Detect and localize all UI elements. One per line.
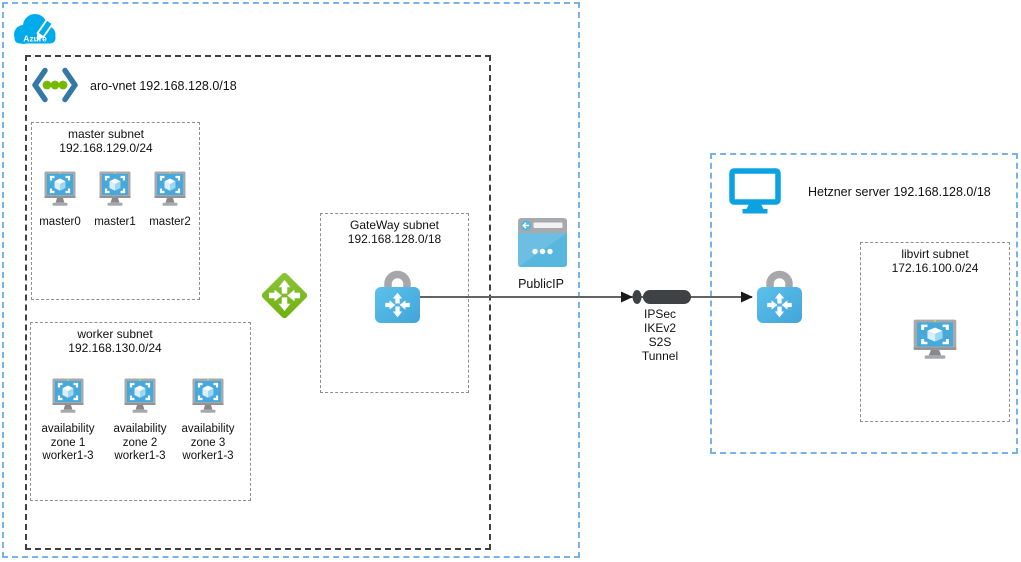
- gateway-subnet-title: GateWay subnet 192.168.128.0/18: [320, 218, 469, 246]
- tunnel-label: IPSec IKEv2 S2S Tunnel: [632, 307, 688, 363]
- libvirt-subnet-title-line2: 172.16.100.0/24: [891, 261, 979, 275]
- worker-subnet-title-line2: 192.168.130.0/24: [68, 341, 162, 355]
- azure-cloud-boundary-box: [2, 2, 580, 558]
- master-subnet-title-line1: master subnet: [67, 127, 145, 141]
- vm-label: master0: [39, 216, 81, 228]
- public-ip-icon: [518, 218, 567, 267]
- gateway-subnet-title-line1: GateWay subnet: [350, 218, 439, 232]
- libvirt-subnet-box: [860, 242, 1010, 422]
- vm-icon: [154, 171, 186, 213]
- aro-vnet-box: [25, 55, 491, 550]
- vm-icon: [52, 378, 84, 420]
- routing-diamond-icon: [260, 271, 309, 320]
- vm-node-master2: master2: [140, 171, 200, 230]
- master-subnet-box: [31, 122, 200, 300]
- aro-vnet-label: aro-vnet 192.168.128.0/18: [90, 79, 237, 93]
- vm-node-workers-zone2: availability zone 2 worker1-3: [104, 378, 176, 464]
- vm-icon: [124, 378, 156, 420]
- vm-label: availability zone 1 worker1-3: [41, 423, 95, 462]
- vm-label: master1: [94, 216, 136, 228]
- tunnel-label-line3: S2S: [648, 335, 672, 349]
- vm-node-master0: master0: [30, 171, 90, 230]
- vm-label: availability zone 2 worker1-3: [113, 423, 167, 462]
- arrowhead-mid: [621, 291, 633, 303]
- worker-subnet-title-line1: worker subnet: [77, 327, 153, 341]
- vm-icon: [192, 378, 224, 420]
- gateway-subnet-box: [320, 213, 469, 393]
- virtual-network-icon: [32, 67, 78, 103]
- hetzner-vpn-gateway-icon: [755, 268, 804, 325]
- server-monitor-icon: [729, 168, 781, 214]
- azure-logo: Azure: [14, 14, 56, 44]
- azure-logo-text: Azure: [23, 34, 47, 44]
- tunnel-label-line4: Tunnel: [641, 349, 679, 363]
- vm-node-workers-zone1: availability zone 1 worker1-3: [32, 378, 104, 464]
- vm-node-master1: master1: [85, 171, 145, 230]
- master-subnet-title-line2: 192.168.129.0/24: [59, 141, 153, 155]
- pencil-icon: [35, 16, 56, 42]
- libvirt-subnet-title: libvirt subnet 172.16.100.0/24: [860, 247, 1010, 275]
- worker-subnet-title: worker subnet 192.168.130.0/24: [30, 327, 200, 355]
- tunnel-pill: [643, 290, 691, 304]
- tunnel-end-cap: [632, 290, 642, 304]
- vm-node-workers-zone3: availability zone 3 worker1-3: [172, 378, 244, 464]
- tunnel-label-line2: IKEv2: [643, 321, 676, 335]
- hetzner-boundary-box: [710, 153, 1018, 454]
- libvirt-vm-icon: [913, 319, 957, 367]
- tunnel-label-line1: IPSec: [643, 307, 676, 321]
- vm-label: availability zone 3 worker1-3: [181, 423, 235, 462]
- worker-subnet-box: [30, 322, 251, 501]
- libvirt-subnet-title-line1: libvirt subnet: [901, 247, 969, 261]
- master-subnet-title: master subnet 192.168.129.0/24: [31, 127, 181, 155]
- gateway-subnet-title-line2: 192.168.128.0/18: [347, 232, 442, 246]
- vm-label: master2: [149, 216, 191, 228]
- vm-icon: [99, 171, 131, 213]
- vm-icon: [44, 171, 76, 213]
- vpn-gateway-icon: [373, 268, 422, 325]
- public-ip-label: PublicIP: [518, 277, 564, 291]
- hetzner-server-label: Hetzner server 192.168.128.0/18: [808, 185, 991, 199]
